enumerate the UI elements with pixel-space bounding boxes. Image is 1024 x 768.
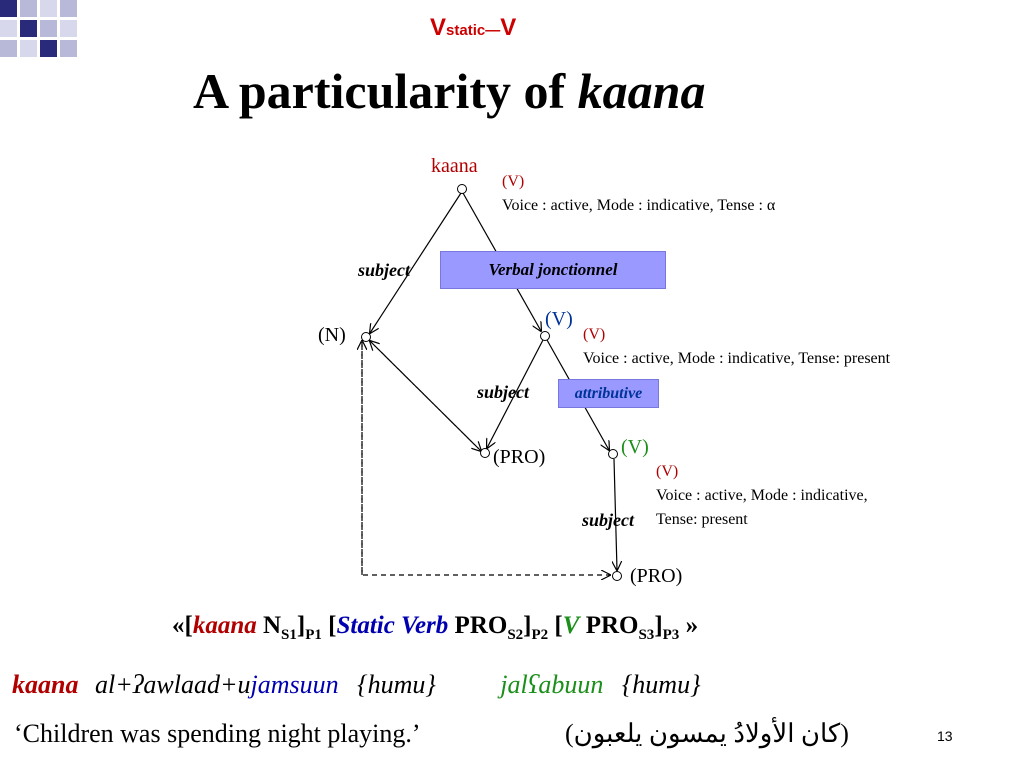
example-part4: jalʕabuun <box>500 670 604 699</box>
coref-n-pro2 <box>361 342 610 575</box>
subject-label-2: subject <box>477 382 529 402</box>
node-n <box>361 332 371 342</box>
formula-p3: P3 <box>662 627 680 643</box>
relation-box-attributive: attributive <box>558 379 659 408</box>
formula-p1: P1 <box>305 627 322 643</box>
formula-end: » <box>679 612 699 639</box>
relation-box-verbal: Verbal jonctionnel <box>440 251 666 289</box>
node-root <box>457 184 467 194</box>
translation-english: ‘Children was spending night playing.’ <box>14 719 421 748</box>
n-node-label: (N) <box>318 324 346 346</box>
root-label: kaana <box>431 155 478 177</box>
formula-n: N <box>256 612 282 639</box>
v2-feat-cat: (V) <box>656 463 679 480</box>
title-italic: kaana <box>577 63 706 119</box>
v1-features: (V) Voice : active, Mode : indicative, T… <box>583 323 890 371</box>
pro2-node-label: (PRO) <box>630 565 683 587</box>
slide-number: 13 <box>937 728 953 744</box>
formula-close3: ] <box>654 612 663 639</box>
node-v2 <box>608 449 618 459</box>
v2-node-label: (V) <box>621 436 649 458</box>
formula-open3: [ <box>548 612 563 639</box>
example-sentence: kaana al+ʔawlaad+ujamsuun {humu} jalʕabu… <box>12 670 700 700</box>
root-feat-line: Voice : active, Mode : indicative, Tense… <box>502 197 776 214</box>
slide-title: A particularity of kaana <box>193 62 705 120</box>
relation-label-attributive: attributive <box>574 384 643 402</box>
formula-open2: [ <box>321 612 337 639</box>
edge-v2-pro2 <box>614 458 617 570</box>
v2-features: (V) Voice : active, Mode : indicative, T… <box>656 460 868 532</box>
node-v1 <box>540 331 550 341</box>
formula-s1: S1 <box>281 627 297 643</box>
example-part1: al+ʔawlaad+u <box>94 670 251 699</box>
formula-p2: P2 <box>531 627 549 643</box>
header-tag-left: V <box>430 14 447 41</box>
v1-feat-cat: (V) <box>583 326 606 343</box>
header-tag-sub: static <box>446 22 486 39</box>
root-feat-cat: (V) <box>502 173 525 190</box>
formula-v: V <box>562 612 580 639</box>
formula-s3: S3 <box>638 627 655 643</box>
structure-formula: «[kaana NS1]P1 [Static Verb PROS2]P2 [V … <box>172 612 698 644</box>
relation-label-verbal: Verbal jonctionnel <box>488 260 618 279</box>
formula-pro2: PRO <box>579 612 639 639</box>
edge-root-n <box>370 192 462 333</box>
formula-static-verb: Static Verb <box>336 612 449 639</box>
title-plain: A particularity of <box>193 63 578 119</box>
formula-close2: ] <box>523 612 532 639</box>
example-part5: {humu} <box>621 670 701 699</box>
edge-v1-pro1 <box>487 339 544 448</box>
subject-label-3: subject <box>582 510 634 530</box>
header-tag-right: V <box>500 14 517 41</box>
formula-s2: S2 <box>507 627 524 643</box>
v2-feat-line2: Tense: present <box>656 511 748 528</box>
formula-kaana: kaana <box>192 612 257 639</box>
header-tag-sep: — <box>485 22 501 39</box>
header-tag: Vstatic—V <box>430 14 516 42</box>
node-pro2 <box>612 571 622 581</box>
root-features: (V) Voice : active, Mode : indicative, T… <box>502 170 775 218</box>
example-part3: {humu} <box>357 670 436 699</box>
formula-open: «[ <box>172 612 193 639</box>
formula-pro1: PRO <box>448 612 508 639</box>
translation-arabic: (كان الأولادُ يمسون يلعبون) <box>565 719 849 748</box>
v1-node-label: (V) <box>545 308 573 330</box>
formula-close1: ] <box>296 612 306 639</box>
example-kaana: kaana <box>12 670 79 699</box>
v1-feat-line: Voice : active, Mode : indicative, Tense… <box>583 350 891 367</box>
example-part2: jamsuun <box>250 670 339 699</box>
subject-label-1: subject <box>358 260 410 280</box>
v2-feat-line1: Voice : active, Mode : indicative, <box>656 487 868 504</box>
coref-pro1-n <box>370 341 482 452</box>
node-pro1 <box>480 448 490 458</box>
pro1-node-label: (PRO) <box>493 446 546 468</box>
